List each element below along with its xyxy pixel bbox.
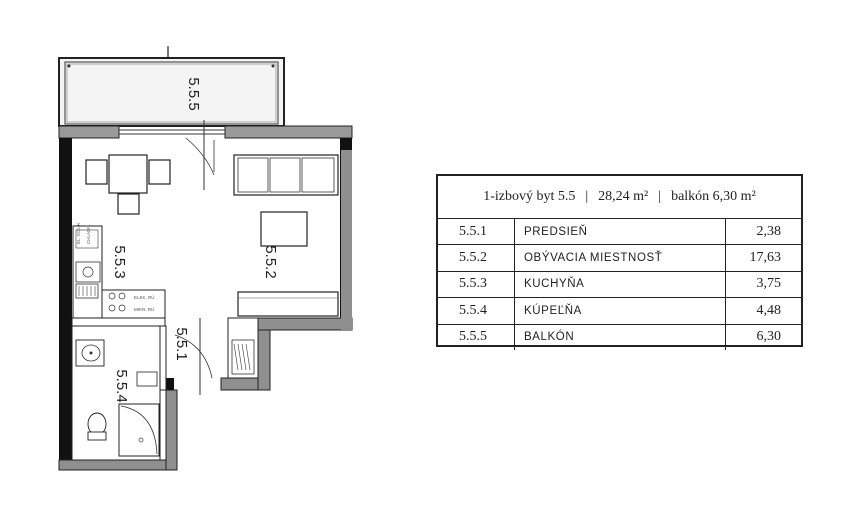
kitchen-label-oven: ELEK. RÚ <box>134 294 155 300</box>
table-row: 5.5.5 BALKÓN 6,30 <box>438 324 801 350</box>
kitchen-label-fridge: CHLADN. <box>86 224 91 244</box>
room-area: 2,38 <box>756 223 782 239</box>
table-row: 5.5.4 KÚPEĽŇA 4,48 <box>438 298 801 325</box>
room-area: 4,48 <box>756 302 782 318</box>
table-row: 5.5.2 OBÝVACIA MIESTNOSŤ 17,63 <box>438 245 801 272</box>
balcony-door <box>119 120 225 190</box>
room-name: KÚPEĽŇA <box>515 298 726 324</box>
balcony <box>58 46 285 127</box>
floor-plan: EL. KOLÍK CHLADN. ELEK. RÚ MIKR. RÚ 5.5.… <box>58 46 353 471</box>
table-row: 5.5.3 KUCHYŇA 3,75 <box>438 271 801 299</box>
bed <box>237 291 339 317</box>
room-area-table: 1-izbový byt 5.5 | 28,24 m² | balkón 6,3… <box>436 174 803 350</box>
room-area: 6,30 <box>756 329 782 345</box>
room-area: 17,63 <box>749 250 782 266</box>
kitchen-label-outlet: EL. KOLÍK <box>75 223 81 244</box>
room-name: BALKÓN <box>515 324 726 350</box>
table-row: 5.5.1 PREDSIEŇ 2,38 <box>438 219 801 246</box>
kitchen-counter: EL. KOLÍK CHLADN. ELEK. RÚ MIKR. RÚ <box>72 223 166 319</box>
balcony-area: balkón 6,30 m² <box>671 189 756 204</box>
bathroom-fixtures <box>71 325 161 461</box>
exterior-walls <box>58 125 353 471</box>
room-id: 5.5.3 <box>438 271 515 298</box>
total-area: 28,24 m² <box>598 189 649 204</box>
room-id: 5.5.1 <box>438 219 515 245</box>
room-label-5-5-1: 5.5.1 <box>173 327 190 360</box>
room-id: 5.5.4 <box>438 298 515 324</box>
room-name: OBÝVACIA MIESTNOSŤ <box>515 245 726 271</box>
interior-walls <box>71 317 259 391</box>
unit-name: 1-izbový byt 5.5 <box>483 189 576 204</box>
header-separator: | <box>585 189 589 204</box>
kitchen-label-microwave: MIKR. RÚ <box>134 306 154 312</box>
room-label-5-5-3: 5.5.3 <box>111 245 128 278</box>
room-name: PREDSIEŇ <box>515 219 726 245</box>
room-area: 3,75 <box>756 276 782 292</box>
table-header: 1-izbový byt 5.5 | 28,24 m² | balkón 6,3… <box>438 176 801 219</box>
sofa <box>233 154 339 196</box>
dining-table <box>85 154 171 215</box>
coffee-table <box>260 211 308 247</box>
room-id: 5.5.5 <box>438 324 515 350</box>
room-label-5-5-5: 5.5.5 <box>185 77 202 110</box>
room-name: KUCHYŇA <box>515 271 726 298</box>
room-label-5-5-2: 5.5.2 <box>262 245 279 278</box>
room-id: 5.5.2 <box>438 245 515 271</box>
room-label-5-5-4: 5.5.4 <box>113 369 130 402</box>
header-separator: | <box>658 189 662 204</box>
